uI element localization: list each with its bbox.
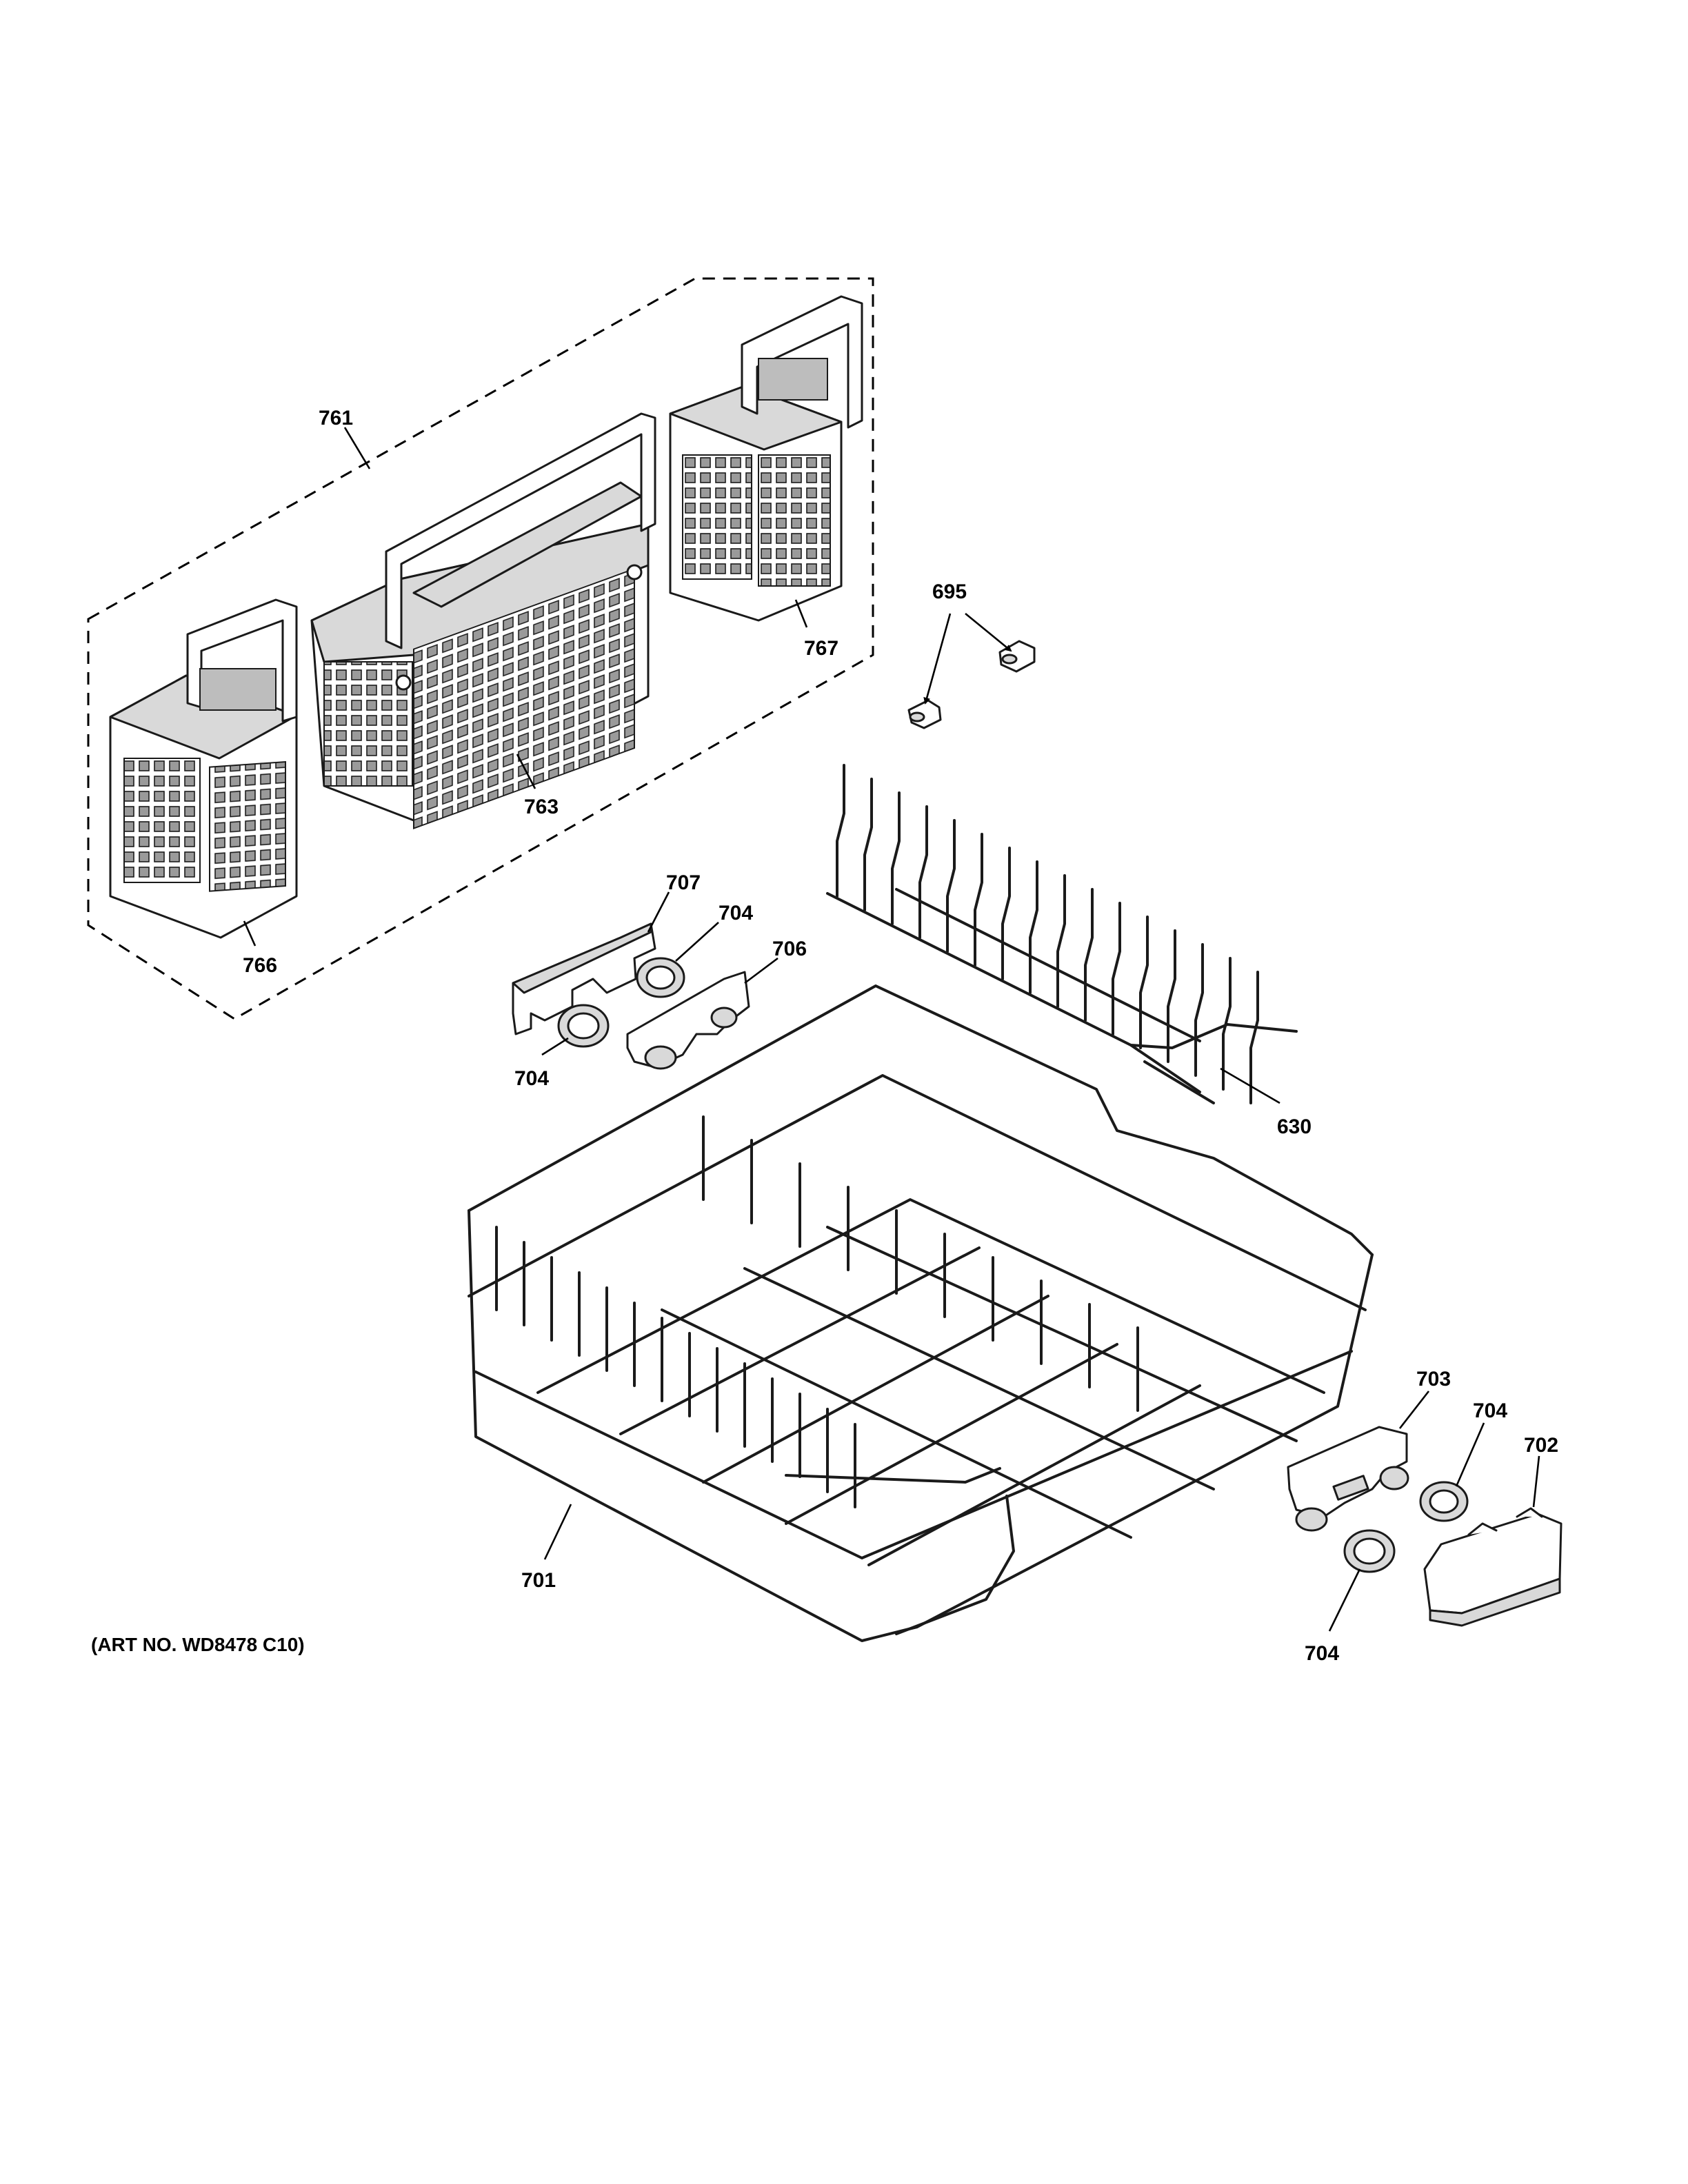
end-cap-702 [1423,1507,1563,1627]
basket-766 [109,598,298,939]
wheel-704-b [557,1004,610,1048]
leader-767 [794,599,808,628]
wheel-carrier-707 [512,922,656,1035]
tine-wire [1056,874,1066,1008]
leader-lines [243,427,1540,1632]
callout-763: 763 [524,796,559,818]
tine-row-630 [826,764,1298,1104]
lower-rack-701 [468,984,1374,1642]
leader-761 [343,427,371,469]
tine-wire [1029,860,1038,994]
callout-695: 695 [932,580,967,603]
callout-767: 767 [804,637,838,660]
tine-wire [1249,971,1259,1104]
leader-630 [1220,1067,1280,1104]
tine-wire [863,778,873,911]
leader-701 [543,1504,572,1560]
callout-704-c: 704 [1473,1399,1507,1422]
leader-707 [647,891,670,933]
wheel-704-a [636,957,685,998]
leader-763 [516,754,536,789]
leader-766 [243,920,257,947]
tine-wire [1139,916,1149,1049]
tine-wire [1194,943,1204,1077]
tine-wire [891,791,901,925]
leader-695-a [923,613,952,705]
tine-wire [836,764,845,898]
callout-706: 706 [772,938,807,960]
wheel-carrier-703 [1287,1426,1409,1532]
callout-701: 701 [521,1569,556,1592]
leader-704-d [1328,1568,1361,1632]
wheel-carrier-706 [626,971,750,1070]
art-number: (ART NO. WD8478 C10) [91,1634,305,1655]
callout-704-a: 704 [719,902,753,924]
clip-695-left [907,699,942,729]
tine-wire [1167,929,1176,1063]
leader-695-b [965,612,1012,652]
leader-704-c [1455,1422,1485,1487]
callout-703: 703 [1416,1368,1451,1391]
tine-wire [1001,847,1011,980]
basket-763 [310,412,656,829]
tine-wire [946,819,956,953]
tine-wire [1222,957,1232,1091]
callout-630: 630 [1277,1115,1312,1138]
leader-704-b [541,1037,569,1056]
leader-706 [744,957,778,984]
leader-703 [1398,1391,1430,1429]
leader-704-a [675,922,719,962]
callout-707: 707 [666,871,701,894]
callout-761: 761 [319,407,353,429]
callouts: 761 767 763 766 695 707 704 706 704 630 … [243,407,1558,1665]
callout-704-b: 704 [514,1067,549,1090]
clip-695-right [998,640,1036,673]
callout-702: 702 [1524,1434,1558,1457]
callout-704-d: 704 [1305,1642,1339,1665]
callout-766: 766 [243,954,277,977]
tine-wire [1084,888,1094,1022]
tine-wire [918,805,928,939]
leader-702 [1532,1455,1540,1508]
wheel-704-d [1343,1529,1396,1573]
tine-wire [1112,902,1121,1035]
wheel-704-c [1419,1481,1469,1522]
tine-wire [974,833,983,967]
basket-assembly-outline [87,277,874,1020]
basket-767 [669,295,863,622]
